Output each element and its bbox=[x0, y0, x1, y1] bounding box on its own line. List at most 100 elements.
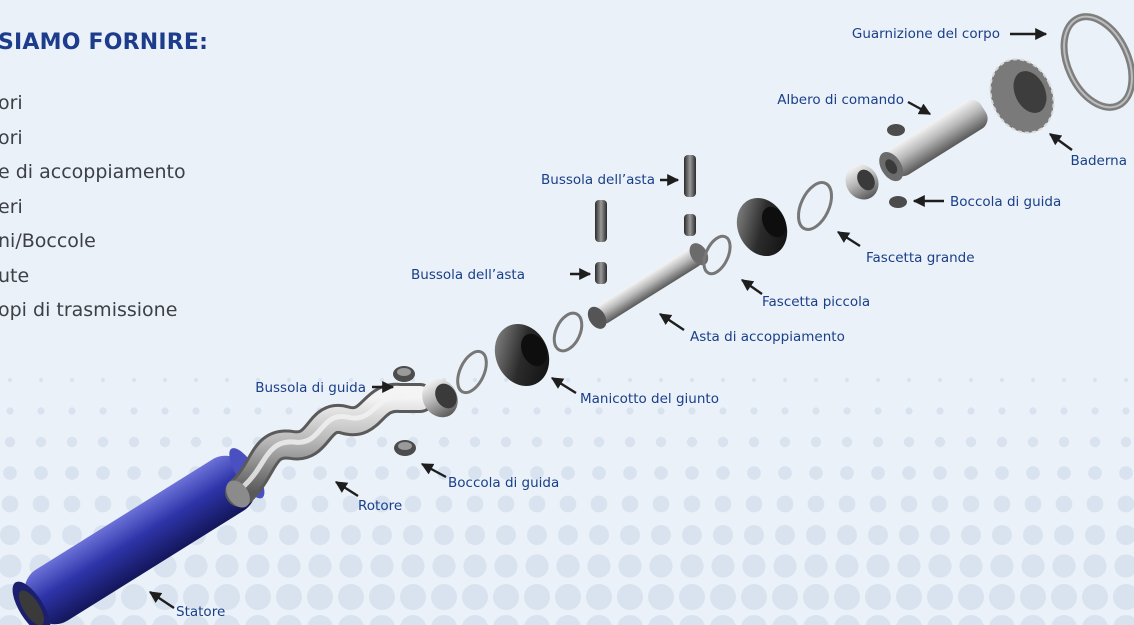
background-dot bbox=[747, 466, 761, 480]
supply-list-item: ori bbox=[0, 92, 23, 114]
background-dot bbox=[961, 525, 981, 545]
background-dot bbox=[248, 525, 268, 545]
background-dot bbox=[714, 495, 732, 513]
background-dot bbox=[564, 407, 572, 415]
background-dot bbox=[657, 407, 665, 415]
background-dot bbox=[752, 378, 756, 382]
background-dot bbox=[403, 525, 423, 545]
background-dot bbox=[776, 495, 794, 513]
background-dot bbox=[494, 554, 518, 578]
background-dot bbox=[0, 554, 22, 578]
background-dot bbox=[128, 436, 140, 448]
background-dot bbox=[345, 436, 357, 448]
label-boccola-guida-bottom: Boccola di guida bbox=[448, 475, 559, 491]
bussola-guida-part bbox=[393, 366, 458, 418]
background-dot bbox=[1113, 584, 1134, 610]
background-dot bbox=[719, 407, 727, 415]
background-dot bbox=[905, 407, 913, 415]
background-dot bbox=[998, 407, 1006, 415]
background-dot bbox=[276, 615, 302, 625]
background-dot bbox=[349, 378, 353, 382]
background-dot bbox=[654, 466, 668, 480]
background-dot bbox=[936, 407, 944, 415]
background-dot bbox=[66, 436, 78, 448]
background-dot bbox=[1031, 378, 1035, 382]
background-dot bbox=[221, 436, 233, 448]
background-dot bbox=[900, 495, 918, 513]
background-dot bbox=[183, 615, 209, 625]
background-dot bbox=[959, 554, 983, 578]
background-dot bbox=[0, 615, 23, 625]
background-dot bbox=[1085, 525, 1105, 545]
background-dot bbox=[628, 378, 632, 382]
background-dot bbox=[871, 466, 885, 480]
background-dot bbox=[807, 495, 825, 513]
background-dot bbox=[525, 554, 549, 578]
background-dot bbox=[742, 554, 766, 578]
background-dot bbox=[803, 584, 829, 610]
background-dot bbox=[152, 615, 178, 625]
boccola-guida-top-part bbox=[845, 124, 907, 208]
background-dot bbox=[686, 436, 698, 448]
background-dot bbox=[215, 554, 239, 578]
background-dot bbox=[310, 525, 330, 545]
background-dot bbox=[992, 525, 1012, 545]
background-dot bbox=[903, 436, 915, 448]
background-dot bbox=[437, 466, 451, 480]
background-dot bbox=[897, 554, 921, 578]
background-dot bbox=[1021, 554, 1045, 578]
background-dot bbox=[648, 584, 674, 610]
supply-list-item: opi di trasmissione bbox=[0, 299, 178, 321]
background-dot bbox=[962, 495, 980, 513]
background-dot bbox=[679, 615, 705, 625]
background-dot bbox=[865, 615, 891, 625]
background-dot bbox=[497, 495, 515, 513]
label-bussola-guida: Bussola di guida bbox=[255, 380, 366, 396]
background-dot bbox=[500, 436, 512, 448]
label-rotore: Rotore bbox=[358, 498, 402, 514]
background-dot bbox=[163, 378, 167, 382]
background-dot bbox=[902, 466, 916, 480]
label-asta-accoppiamento: Asta di accoppiamento bbox=[690, 329, 845, 345]
background-dot bbox=[1057, 466, 1071, 480]
background-dot bbox=[499, 466, 513, 480]
background-dot bbox=[685, 466, 699, 480]
background-dot bbox=[834, 615, 860, 625]
background-dot bbox=[899, 525, 919, 545]
background-dot bbox=[1091, 407, 1099, 415]
background-dot bbox=[655, 436, 667, 448]
background-dot bbox=[214, 615, 240, 625]
background-dot bbox=[1026, 466, 1040, 480]
label-bussola-asta-top: Bussola dell’asta bbox=[541, 172, 655, 188]
background-dot bbox=[342, 495, 360, 513]
background-dot bbox=[97, 436, 109, 448]
background-dot bbox=[101, 378, 105, 382]
background-dot bbox=[339, 554, 363, 578]
fascetta-grande-part bbox=[796, 181, 834, 231]
background-dot bbox=[555, 584, 581, 610]
background-dot bbox=[993, 495, 1011, 513]
background-dot bbox=[184, 554, 208, 578]
background-dot bbox=[1060, 407, 1068, 415]
fascetta-piccola-part bbox=[702, 234, 732, 276]
background-dot bbox=[1114, 554, 1134, 578]
background-dot bbox=[964, 466, 978, 480]
background-dot bbox=[1082, 615, 1108, 625]
background-dot bbox=[432, 554, 456, 578]
background-dot bbox=[967, 407, 975, 415]
background-dot bbox=[6, 407, 14, 415]
background-dot bbox=[965, 436, 977, 448]
background-dot bbox=[682, 525, 702, 545]
background-dot bbox=[533, 407, 541, 415]
background-dot bbox=[869, 495, 887, 513]
background-dot bbox=[593, 436, 605, 448]
background-dot bbox=[287, 378, 291, 382]
label-baderna: Baderna bbox=[1070, 153, 1127, 169]
background-dot bbox=[130, 407, 138, 415]
background-dot bbox=[779, 436, 791, 448]
background-dot bbox=[369, 584, 395, 610]
background-dot bbox=[1083, 554, 1107, 578]
background-dot bbox=[527, 525, 547, 545]
background-dot bbox=[431, 584, 457, 610]
